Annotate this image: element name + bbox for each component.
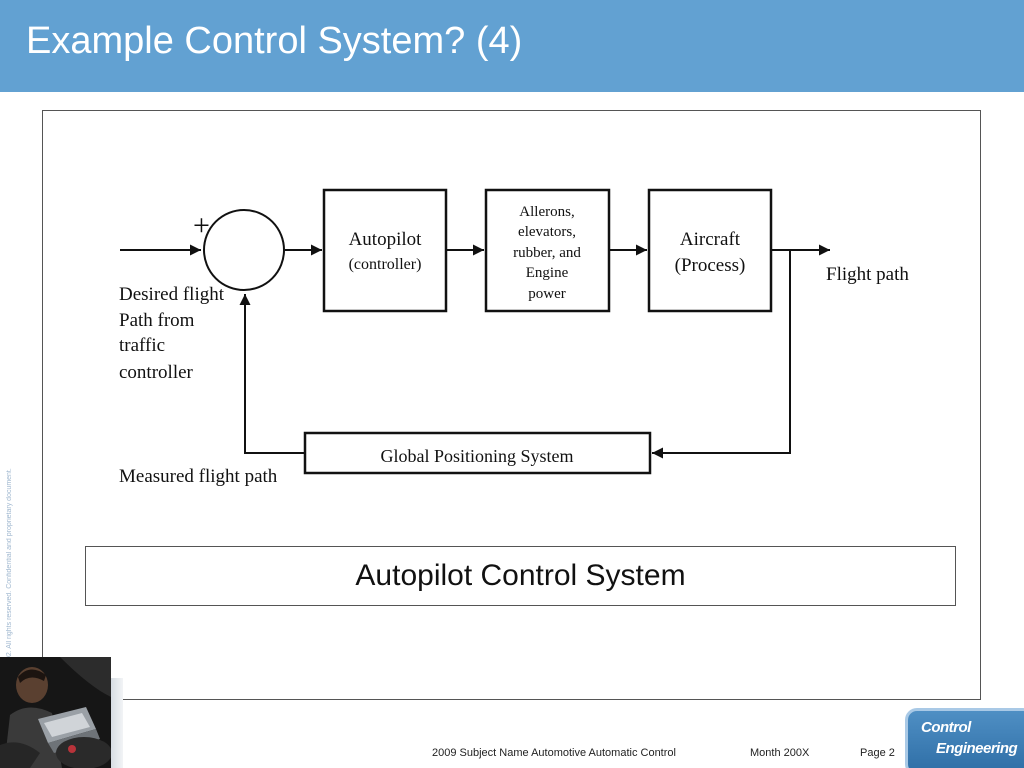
feedback-return-arrow — [239, 294, 305, 454]
feedback-down-line — [652, 250, 791, 459]
logo-line1: Control — [921, 719, 971, 736]
footer-page-number: Page 2 — [860, 747, 895, 759]
actuators-label-line: Engine — [526, 265, 569, 281]
actuators-label-line: Allerons, — [519, 204, 574, 220]
footer-date: Month 200X — [750, 747, 810, 759]
logo-line2: Engineering — [936, 740, 1018, 757]
slide-title: Example Control System? (4) — [26, 20, 523, 62]
actuators-label-line: elevators, — [518, 224, 576, 240]
control-engineering-logo: Control Engineering — [905, 708, 1024, 768]
actuators-label-line: power — [528, 286, 566, 302]
input-label-line: controller — [119, 362, 194, 383]
diagram-frame: + Autopilot (controller) Allerons, eleva… — [42, 110, 981, 700]
autopilot-sublabel: (controller) — [349, 256, 422, 273]
feedback-label: Measured flight path — [119, 466, 278, 487]
input-label-line: traffic — [119, 335, 165, 356]
autopilot-label: Autopilot — [349, 229, 423, 250]
caption-text: Autopilot Control System — [355, 559, 686, 592]
block-diagram: + Autopilot (controller) Allerons, eleva… — [119, 188, 909, 487]
actuators-block — [484, 188, 611, 313]
aircraft-block — [647, 188, 773, 313]
input-label-line: Desired flight — [119, 284, 225, 305]
output-label: Flight path — [826, 264, 909, 285]
side-note: 02. All rights reserved. Confidential an… — [6, 420, 16, 660]
footer-subject: 2009 Subject Name Automotive Automatic C… — [432, 747, 676, 759]
photo-edge-decoration — [111, 678, 123, 768]
summing-junction — [203, 209, 285, 291]
actuators-label-line: rubber, and — [513, 245, 581, 261]
input-label-line: Path from — [119, 310, 195, 331]
autopilot-block — [322, 188, 448, 313]
gps-label: Global Positioning System — [380, 446, 573, 466]
aircraft-label: Aircraft — [680, 229, 741, 250]
caption-box: Autopilot Control System — [85, 546, 956, 606]
engineer-photo — [0, 657, 111, 768]
plus-sign: + — [193, 209, 210, 242]
title-bar: Example Control System? (4) — [0, 0, 1024, 92]
gps-block — [303, 431, 652, 475]
engineer-photo-art — [0, 657, 111, 768]
side-note-text: 02. All rights reserved. Confidential an… — [6, 468, 13, 660]
aircraft-sublabel: (Process) — [675, 255, 746, 276]
